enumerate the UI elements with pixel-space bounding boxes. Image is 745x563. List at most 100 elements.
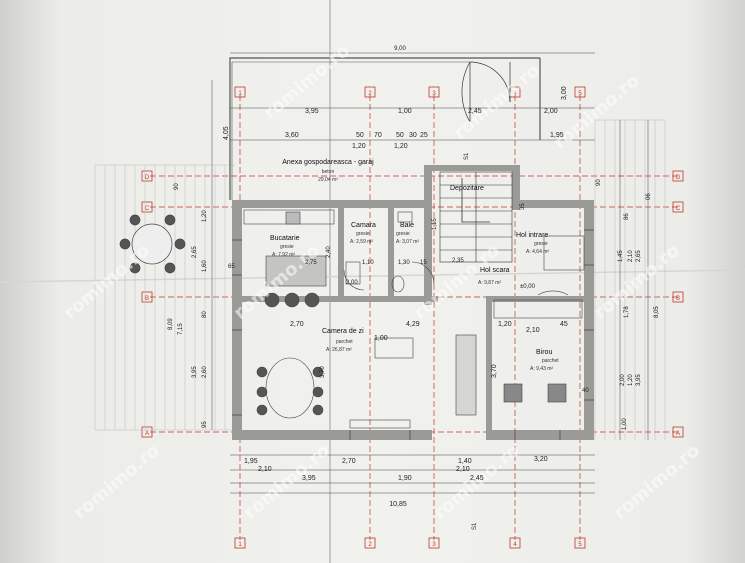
room-name-hol-scara: Hol scara [480,267,510,274]
room-area-birou: A: 9,43 m² [530,366,553,372]
room-area-camara: A: 2,59 m² [350,239,373,245]
room-name-bucatarie: Bucatarie [270,235,300,242]
dim-label: 2,00 [544,108,558,115]
section-mark: S1 [472,522,478,530]
axis-col-label: 3 [432,542,436,548]
dim-label: 3,70 [491,364,498,378]
dim-label: 2,10 [628,250,634,262]
dim-label: 86 [624,213,630,220]
room-area-garaj: 29,04 m² [318,177,338,183]
dim-label: 2,10 [526,327,540,334]
axis-labels-columns: 1 2 3 4 5 1 2 3 4 5 [234,86,586,549]
room-name-hol-intrare: Hol intrare [516,232,548,239]
dim-label: 3,95 [192,366,198,378]
room-floor-garaj: beton [322,169,335,175]
axis-col-label: 2 [368,91,372,97]
room-floor-camara: gresie [356,231,370,237]
dim-label: 8,09 [168,318,174,330]
axis-row-label: B [676,296,680,302]
dim-label: 06 [646,193,652,200]
dim-label: 90 [596,179,602,186]
section-mark: S1 [464,152,470,160]
dim-label: 2,60 [202,366,208,378]
dim-label: 40 [582,388,589,394]
garage-outline [229,57,541,200]
watermark-text: romimo.ro [60,240,154,324]
living-furniture [256,334,477,429]
overall-width-bottom: 10,85 [389,501,407,508]
dim-label: 2,45 [470,475,484,482]
dim-label: 2,10 [456,466,470,473]
dim-label: 4,29 [406,321,420,328]
dim-label: 1,15 [432,218,438,230]
room-floor-baie: gresie [396,231,410,237]
room-name-depozitare: Depozitare [450,185,484,192]
dim-label: 15 [420,260,427,266]
axis-col-label: 3 [432,91,436,97]
dim-label: 8,05 [654,306,660,318]
dim-label: 65 [228,264,235,270]
room-name-birou: Birou [536,349,552,356]
axis-col-label: 4 [513,542,517,548]
dim-label: 2,70 [342,458,356,465]
terrace-table [119,214,186,274]
staircase [439,171,513,263]
dim-label: 2,75 [305,260,317,266]
dim-label: 3,00 [561,86,568,100]
axis-col-label: 2 [368,542,372,548]
room-area-bucatarie: A: 7,92 m² [272,252,295,258]
axis-row-label: C [145,206,150,212]
office-furniture [493,235,585,403]
axis-col-label: 4 [513,91,517,97]
dim-label: 1,00 [398,108,412,115]
watermark-text: romimo.ro [610,440,704,524]
dim-label: 1,45 [618,250,624,262]
dim-label: 7,15 [178,323,184,335]
axis-row-label: A [676,431,680,437]
room-floor-hol-intrare: gresie [534,241,548,247]
dim-label: 1,30 [398,260,410,266]
dim-label: 1,90 [398,475,412,482]
dim-label: 1,95 [244,458,258,465]
dim-label: 1,20 [202,210,208,222]
dim-label: 1,20 [352,143,366,150]
dim-label: 3,60 [285,132,299,139]
axis-row-label: A [145,431,149,437]
dim-label: 1,20 [394,143,408,150]
dim-label: 70 [374,132,382,139]
room-floor-bucatarie: gresie [280,244,294,250]
axis-row-label: D [676,175,681,181]
axis-labels-rows: D C B A D C B A [141,170,684,438]
axis-col-label: 1 [238,542,242,548]
dim-label: 1,40 [458,458,472,465]
dim-label: 3,70 [320,366,326,378]
dim-label: 1,95 [550,132,564,139]
watermark-text: romimo.ro [70,440,164,524]
watermark-group: romimo.ro romimo.ro romimo.ro romimo.ro … [60,40,704,524]
room-area-hol-intrare: A: 4,64 m² [526,249,549,255]
dim-label: 80 [202,311,208,318]
kitchen-fixtures [243,209,335,308]
dim-label: 2,40 [326,246,332,258]
axis-col-label: 5 [578,91,582,97]
windows [232,229,594,440]
axis-row-label: B [145,296,149,302]
room-name-camera-zi: Camera de zi [322,328,364,335]
dim-label: 1,00 [374,335,388,342]
dim-label: 1,20 [498,321,512,328]
room-floor-camera-zi: parchet [336,339,353,345]
room-floor-birou: parchet [542,358,559,364]
room-area-hol-scara: A: 9,87 m² [478,280,501,286]
room-area-baie: A: 3,07 m² [396,239,419,245]
room-name-baie: Baie [400,222,414,229]
dim-label: ±0,00 [520,284,536,290]
overall-width-top: 9,00 [394,46,406,52]
dim-label: 2,10 [258,466,272,473]
dim-label: 45 [560,321,568,328]
dim-label: 1,78 [624,306,630,318]
dim-label: 1,20 [628,374,634,386]
dim-label: 90 [174,183,180,190]
dim-label: 2,65 [636,250,642,262]
dim-label: 2,00 [620,374,626,386]
